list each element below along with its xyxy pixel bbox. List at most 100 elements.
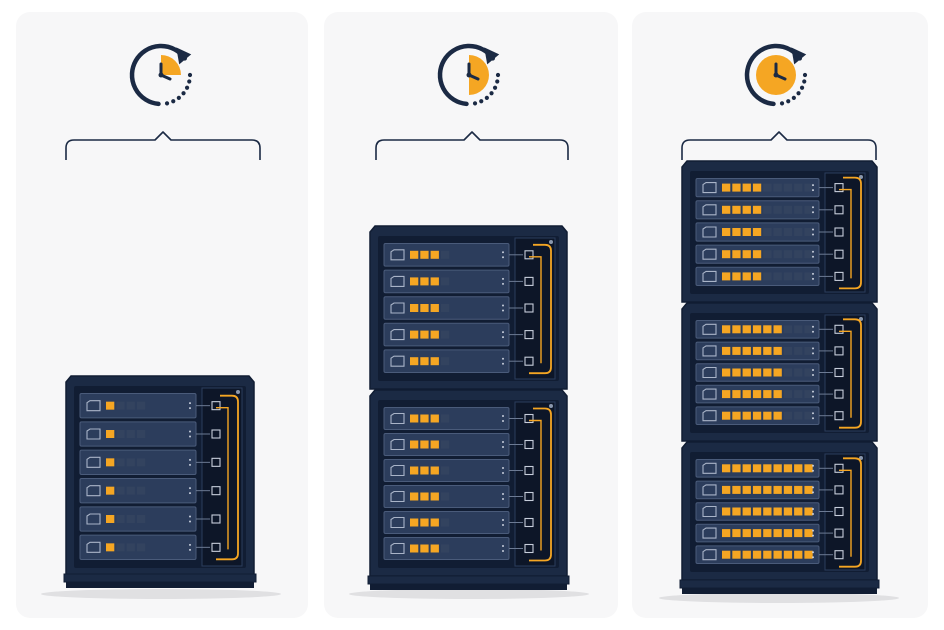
slot-lit	[722, 550, 731, 559]
slot-lit	[410, 357, 419, 366]
handle-dot	[189, 520, 191, 523]
status-light	[236, 390, 240, 394]
slot-off	[794, 325, 803, 334]
timer-dot	[164, 101, 170, 106]
slot-lit	[420, 440, 429, 449]
slot-off	[440, 414, 450, 423]
handle-dot	[502, 519, 504, 521]
timer-ring	[744, 43, 803, 107]
slot-lit	[420, 250, 429, 259]
slot-off	[794, 272, 803, 281]
slot-lit	[773, 368, 782, 377]
handle-dot	[502, 498, 504, 500]
handle-dot	[502, 524, 504, 526]
slot-lit	[783, 550, 793, 559]
slot-off	[136, 401, 146, 410]
handle-dot	[502, 277, 504, 280]
slot-off	[804, 250, 813, 259]
rack-base-medium-foot	[370, 584, 567, 590]
slot-lit	[722, 346, 731, 355]
slot-lit	[752, 325, 762, 334]
handle-dot	[189, 492, 191, 495]
bracket-medium	[375, 131, 569, 160]
power-cable	[839, 457, 862, 568]
slot-lit	[773, 346, 782, 355]
slot-lit	[752, 183, 762, 192]
timer-dot	[802, 72, 808, 78]
drive-icon	[702, 182, 717, 194]
slot-lit	[742, 183, 751, 192]
handle-dot	[812, 233, 814, 236]
slot-lit	[752, 550, 762, 559]
status-light	[549, 240, 553, 244]
handle-dot	[812, 508, 814, 510]
slot-lit	[410, 544, 419, 553]
clock-center	[466, 72, 472, 78]
slot-lit	[742, 250, 751, 259]
slot-lit	[430, 492, 439, 501]
rack-base-large	[679, 579, 880, 589]
slot-off	[763, 228, 772, 236]
slot-lit	[773, 464, 782, 473]
timer-dot	[799, 85, 805, 90]
slot-off	[794, 346, 803, 355]
connector	[211, 514, 221, 524]
drive-icon	[702, 270, 717, 282]
handle-dot	[502, 336, 504, 339]
slot-off	[763, 205, 772, 214]
slot-lit	[773, 529, 782, 538]
slot-lit	[732, 390, 741, 399]
slot-lit	[732, 346, 741, 355]
slot-lit	[752, 272, 762, 281]
slot-off	[126, 430, 135, 438]
connector	[834, 205, 844, 215]
handle-dot	[812, 211, 814, 214]
slot-lit	[430, 518, 439, 527]
drive-bay	[79, 534, 197, 561]
slot-lit	[773, 550, 782, 559]
handle-dot	[812, 272, 814, 275]
slot-lit	[763, 411, 772, 420]
slot-off	[126, 515, 135, 523]
handle-dot	[812, 374, 814, 376]
slot-lit	[732, 183, 741, 192]
drive-icon	[702, 226, 717, 238]
slot-lit	[732, 485, 741, 494]
power-cable	[529, 419, 542, 551]
drive-bay	[79, 506, 197, 532]
handle-dot	[812, 390, 814, 393]
timer-dot	[495, 72, 501, 78]
drive-bay	[695, 480, 820, 500]
slot-lit	[732, 464, 741, 473]
slot-off	[804, 390, 813, 399]
slot-lit	[106, 458, 115, 467]
slot-off	[126, 401, 135, 410]
handle-dot	[189, 430, 191, 433]
drive-icon	[390, 412, 405, 425]
drive-icon	[86, 485, 101, 497]
drive-bay	[383, 407, 510, 430]
handle-dot	[812, 352, 814, 355]
slot-lit	[430, 304, 439, 312]
drive-bay	[695, 384, 820, 404]
rack-base-small	[63, 573, 257, 583]
slot-off	[794, 250, 803, 259]
floor-shadow	[349, 589, 589, 599]
drive-bay	[695, 320, 820, 339]
handle-dot	[502, 472, 504, 474]
connector	[211, 486, 221, 496]
slot-lit	[742, 464, 751, 473]
slot-lit	[773, 390, 782, 399]
drive-bay	[79, 393, 197, 419]
slot-off	[804, 325, 813, 334]
slot-lit	[722, 464, 731, 473]
slot-off	[783, 228, 793, 236]
slot-off	[440, 518, 450, 527]
slot-lit	[783, 464, 793, 473]
timer-ring	[437, 43, 496, 107]
handle-dot	[502, 362, 504, 365]
slot-lit	[722, 183, 731, 192]
timer-large	[744, 43, 808, 107]
slot-lit	[410, 440, 419, 449]
drive-bay	[695, 178, 820, 198]
